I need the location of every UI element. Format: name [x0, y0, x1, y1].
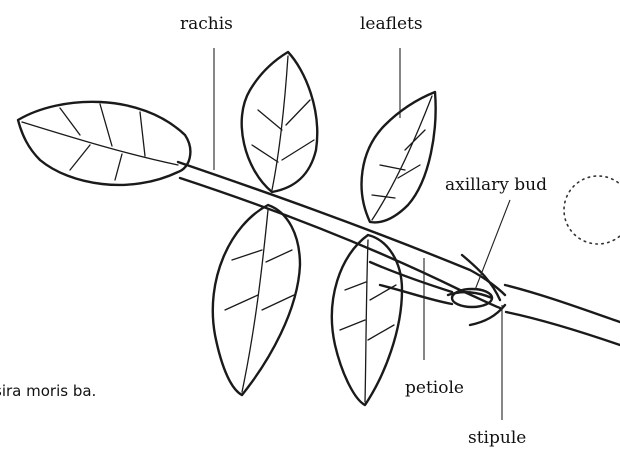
label-leaflets: leaflets — [360, 14, 423, 34]
label-petiole: petiole — [405, 378, 464, 398]
stem — [505, 285, 620, 345]
leaflet-terminal — [18, 102, 190, 185]
label-stipule: stipule — [468, 428, 526, 448]
dotted-circle-marker — [564, 176, 620, 244]
leaflet-upper-1 — [242, 52, 318, 192]
axillary-bud-leader — [475, 200, 510, 290]
rachis-line-lower — [180, 178, 500, 308]
label-axillary-bud: axillary bud — [445, 175, 547, 195]
leaflet-upper-2 — [362, 92, 436, 222]
petiole-connector — [370, 262, 452, 304]
leaflet-lower-1-vein — [225, 210, 294, 392]
leaflet-upper-2-vein — [372, 96, 432, 220]
leaflet-lower-1 — [213, 205, 300, 395]
label-rachis: rachis — [180, 14, 233, 34]
leaflet-lower-2-vein — [340, 240, 396, 402]
caption-fragment: sira moris ba. — [0, 382, 96, 400]
